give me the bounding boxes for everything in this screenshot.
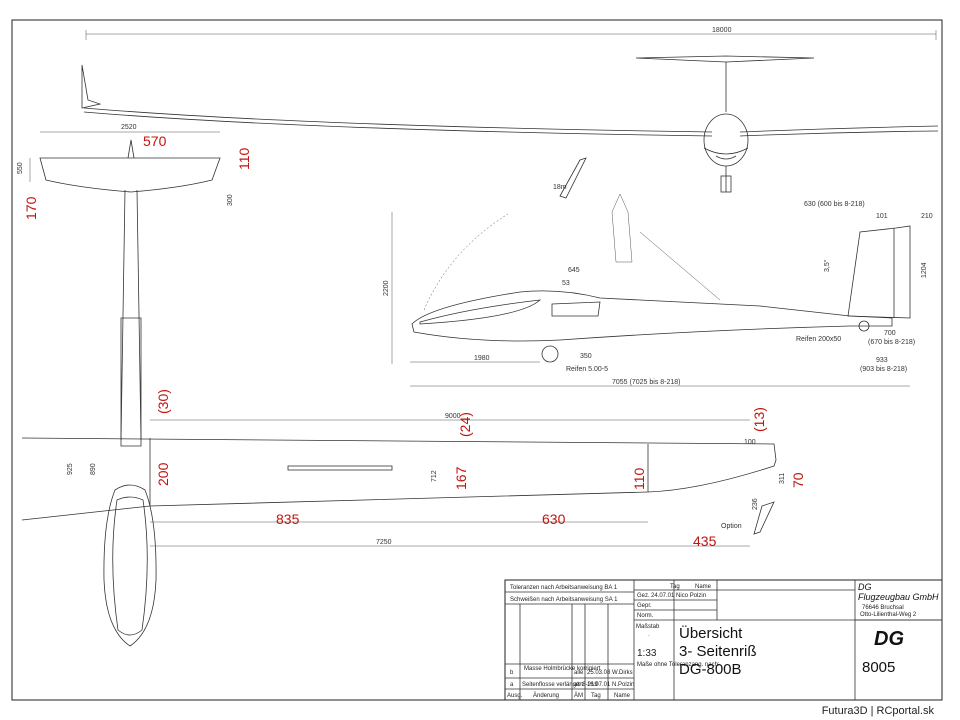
title-line-3: DG-800B bbox=[679, 661, 742, 678]
side-view: 18m 2200 645 53 1980 350 Reifen 5.00-5 R… bbox=[383, 157, 933, 387]
dim-933: 933 bbox=[876, 357, 888, 364]
annot-30: (30) bbox=[155, 389, 171, 414]
address-line-2: Otto-Lilienthal-Weg 2 bbox=[860, 612, 917, 618]
annot-110-wing: 110 bbox=[631, 467, 647, 490]
tol-note: Maße ohne Toleranzang. nach: bbox=[637, 662, 720, 668]
rev-a-by: ab 8-219 bbox=[574, 682, 598, 688]
annot-570: 570 bbox=[143, 133, 167, 149]
annot-167: 167 bbox=[453, 466, 469, 490]
dim-span: 18000 bbox=[712, 27, 732, 34]
col-name: Name bbox=[695, 584, 712, 590]
rev-b-text: Masse Holmbrücke korrigiert bbox=[524, 666, 601, 672]
dim-101: 101 bbox=[876, 213, 888, 220]
sheet-border bbox=[11, 19, 943, 701]
address-line-1: 76646 Bruchsal bbox=[862, 605, 904, 611]
credit-text: Futura3D | RCportal.sk bbox=[821, 705, 934, 717]
dim-645: 645 bbox=[568, 267, 580, 274]
dim-half-span: 9000 bbox=[445, 413, 461, 420]
dim-angle: 3,5° bbox=[823, 259, 831, 272]
annot-435: 435 bbox=[693, 533, 717, 549]
stabilizer-top-view: 2520 550 300 570 110 170 bbox=[17, 124, 252, 220]
front-view: 18000 bbox=[81, 27, 939, 193]
gez-value: 24.07.01 Nico Polzin bbox=[651, 593, 706, 599]
dim-700-note: (670 bis 8-218) bbox=[868, 339, 915, 346]
foot-name: Name bbox=[614, 693, 631, 699]
scale-dot: · bbox=[648, 633, 650, 639]
rev-b-by: alle bbox=[574, 670, 584, 676]
company-line-1: DG bbox=[858, 582, 872, 592]
title-line-2: 3- Seitenriß bbox=[679, 643, 757, 660]
label-18m: 18m bbox=[553, 184, 567, 191]
drawing-number: 8005 bbox=[862, 659, 895, 676]
scale-label: Maßstab bbox=[636, 624, 660, 630]
label-main-tire: Reifen 5.00-5 bbox=[566, 366, 608, 373]
rev-b-date: 25.03.08 W.Dirks bbox=[587, 670, 633, 676]
foot-ausg: Ausg. bbox=[507, 693, 523, 699]
label-tail-tire: Reifen 200x50 bbox=[796, 336, 841, 343]
dim-53: 53 bbox=[562, 280, 570, 287]
gepr-label: Gepr. bbox=[637, 603, 652, 609]
dim-700: 700 bbox=[884, 330, 896, 337]
annot-110-stab: 110 bbox=[236, 147, 252, 170]
col-tag: Tag bbox=[670, 584, 680, 590]
annot-630: 630 bbox=[542, 511, 566, 527]
dim-236: 236 bbox=[752, 498, 759, 510]
rev-a-letter: a bbox=[510, 682, 514, 688]
tol-note-2: Schweißen nach Arbeitsanweisung SA 1 bbox=[510, 597, 618, 603]
dim-7250: 7250 bbox=[376, 539, 392, 546]
dim-stab-span: 2520 bbox=[121, 124, 137, 131]
dim-210: 210 bbox=[921, 213, 933, 220]
dim-630-tail: 630 (600 bis 8-218) bbox=[804, 201, 865, 208]
title-line-1: Übersicht bbox=[679, 624, 743, 642]
dg-logo: DG bbox=[874, 628, 904, 650]
dim-length: 7055 (7025 bis 8-218) bbox=[612, 379, 681, 386]
norm-label: Norm. bbox=[637, 613, 654, 619]
title-block: Toleranzen nach Arbeitsanweisung BA 1 Sc… bbox=[504, 579, 943, 701]
rev-a-date: 16.07.01 N.Polzin bbox=[587, 682, 634, 688]
dim-2200: 2200 bbox=[383, 280, 390, 296]
annot-200: 200 bbox=[155, 462, 171, 486]
dim-stab-root: 300 bbox=[227, 194, 234, 206]
label-option: Option bbox=[721, 523, 742, 530]
scale-value: 1:33 bbox=[637, 648, 657, 659]
dim-100: 100 bbox=[744, 439, 756, 446]
rev-b-letter: b bbox=[510, 670, 514, 676]
company-line-2: Flugzeugbau GmbH bbox=[858, 592, 939, 602]
dim-890: 890 bbox=[90, 463, 97, 475]
tol-note-1: Toleranzen nach Arbeitsanweisung BA 1 bbox=[510, 585, 618, 591]
foot-am: ÄM bbox=[574, 692, 583, 699]
foot-tag: Tag bbox=[591, 693, 601, 699]
dim-311: 311 bbox=[779, 473, 786, 484]
dim-1204: 1204 bbox=[921, 262, 928, 278]
dim-stab-chord: 550 bbox=[17, 162, 24, 174]
gez-label: Gez. bbox=[637, 593, 650, 599]
dim-933-note: (903 bis 8-218) bbox=[860, 366, 907, 373]
annot-170: 170 bbox=[23, 196, 39, 220]
dim-350: 350 bbox=[580, 353, 592, 360]
annot-70: 70 bbox=[790, 472, 806, 488]
annot-835: 835 bbox=[276, 511, 300, 527]
dim-925: 925 bbox=[67, 463, 74, 475]
annot-24: (24) bbox=[457, 412, 473, 437]
dim-712: 712 bbox=[431, 470, 438, 482]
annot-13: (13) bbox=[751, 407, 767, 432]
foot-aend: Änderung bbox=[533, 692, 559, 699]
top-view: 9000 100 925 890 712 311 236 Option 7250… bbox=[21, 189, 806, 647]
rev-a-text: Seitenflosse verlängert bbox=[522, 682, 583, 688]
dim-1980: 1980 bbox=[474, 355, 490, 362]
